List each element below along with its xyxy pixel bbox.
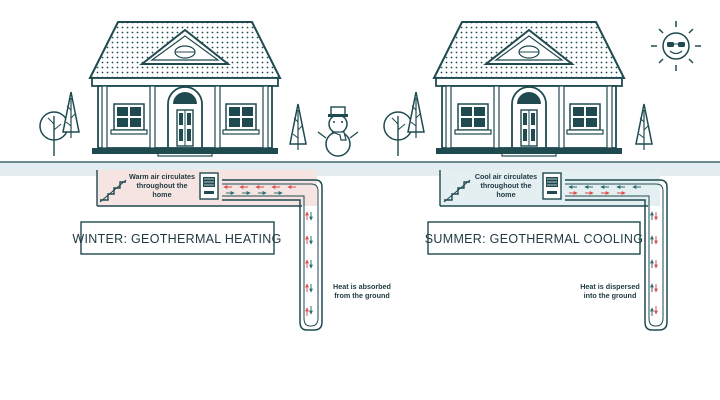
winter-ground-loop bbox=[222, 179, 323, 331]
winter-room-line-3: home bbox=[152, 190, 171, 199]
sun-icon bbox=[651, 21, 701, 71]
tree-icon bbox=[635, 103, 653, 151]
summer-ground-line-1: Heat is dispersed bbox=[580, 282, 640, 291]
summer-ground-line-2: into the ground bbox=[584, 291, 637, 300]
snowman-icon bbox=[317, 106, 359, 157]
winter-arrows bbox=[223, 185, 313, 316]
summer-room-line-1: Cool air circulates bbox=[475, 172, 537, 181]
winter-scene: Warm air circulates throughout the home bbox=[39, 21, 391, 331]
summer-room-line-2: throughout the bbox=[480, 181, 531, 190]
tree-icon bbox=[62, 91, 80, 139]
house-icon bbox=[89, 21, 281, 157]
winter-caption: WINTER: GEOTHERMAL HEATING bbox=[72, 232, 281, 246]
heat-pump-icon bbox=[542, 172, 562, 200]
summer-arrows bbox=[568, 185, 658, 316]
round-tree-icon bbox=[39, 111, 69, 157]
summer-ground-loop bbox=[565, 179, 668, 331]
winter-ground-line-2: from the ground bbox=[334, 291, 390, 300]
summer-scene: Cool air circulates throughout the home bbox=[383, 21, 701, 331]
summer-room-line-3: home bbox=[496, 190, 515, 199]
tree-icon bbox=[289, 103, 307, 151]
heat-pump-icon bbox=[199, 172, 219, 200]
winter-ground-line-1: Heat is absorbed bbox=[333, 282, 391, 291]
house-icon bbox=[433, 21, 625, 157]
winter-room-line-1: Warm air circulates bbox=[129, 172, 195, 181]
summer-caption: SUMMER: GEOTHERMAL COOLING bbox=[425, 232, 643, 246]
round-tree-icon bbox=[383, 111, 413, 157]
tree-icon bbox=[407, 91, 425, 139]
summer-caption-box bbox=[427, 221, 641, 255]
winter-room-line-2: throughout the bbox=[136, 181, 187, 190]
winter-caption-box bbox=[80, 221, 275, 255]
